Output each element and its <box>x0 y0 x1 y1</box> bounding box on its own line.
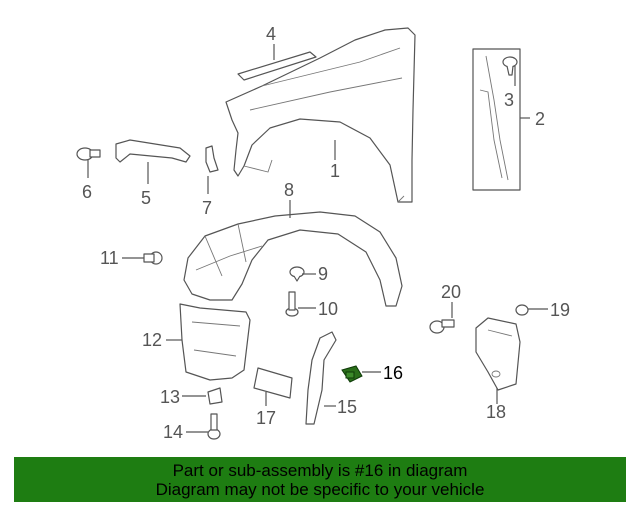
callout-16: 16 <box>383 363 403 383</box>
callout-9: 9 <box>318 264 328 284</box>
leader-lines <box>87 44 548 433</box>
callout-6: 6 <box>82 182 92 202</box>
callout-10: 10 <box>318 299 338 319</box>
part-9-clip[interactable] <box>289 266 305 282</box>
part-11-bolt[interactable] <box>143 251 163 265</box>
callout-7: 7 <box>202 198 212 218</box>
notice-line-part: Part or sub-assembly is #16 in diagram <box>172 460 468 480</box>
callout-5: 5 <box>141 188 151 208</box>
callout-3: 3 <box>504 90 514 110</box>
part-8-fender-liner[interactable] <box>183 211 403 307</box>
part-19-screw[interactable] <box>515 304 529 316</box>
callout-11: 11 <box>100 248 119 268</box>
callout-8: 8 <box>284 180 294 200</box>
highlight-notice-banner: Part or sub-assembly is #16 in diagram D… <box>14 457 626 502</box>
part-20-bolt[interactable] <box>429 319 455 334</box>
callout-14: 14 <box>163 422 183 442</box>
callout-12: 12 <box>142 330 162 350</box>
part-16-screw[interactable] <box>341 365 363 383</box>
part-13-nut[interactable] <box>207 387 223 405</box>
part-5-bracket[interactable] <box>115 139 191 163</box>
exploded-parts-diagram: 4 3 2 1 6 5 7 8 11 9 10 12 13 14 15 16 1… <box>76 24 570 442</box>
part-15-brace[interactable] <box>305 331 337 425</box>
part-3-clip[interactable] <box>502 56 518 76</box>
part-4-molding[interactable] <box>237 51 317 81</box>
part-7-clip[interactable] <box>205 145 219 173</box>
part-14-bolt[interactable] <box>207 413 221 440</box>
callout-17: 17 <box>256 408 276 428</box>
callout-19: 19 <box>550 300 570 320</box>
callout-4: 4 <box>266 24 276 44</box>
callout-15: 15 <box>337 397 357 417</box>
callout-20: 20 <box>441 282 461 302</box>
callout-2: 2 <box>535 109 545 129</box>
part-18-mud-flap[interactable] <box>475 317 521 391</box>
callout-13: 13 <box>160 387 180 407</box>
part-1-fender[interactable] <box>225 27 416 203</box>
part-17-pad[interactable] <box>253 367 293 399</box>
part-12-splash-shield[interactable] <box>179 303 251 381</box>
part-10-screw[interactable] <box>285 291 299 317</box>
notice-line-disclaimer: Diagram may not be specific to your vehi… <box>155 479 485 499</box>
callout-18: 18 <box>486 402 506 422</box>
part-6-bolt[interactable] <box>76 147 101 161</box>
callout-1: 1 <box>330 161 340 181</box>
